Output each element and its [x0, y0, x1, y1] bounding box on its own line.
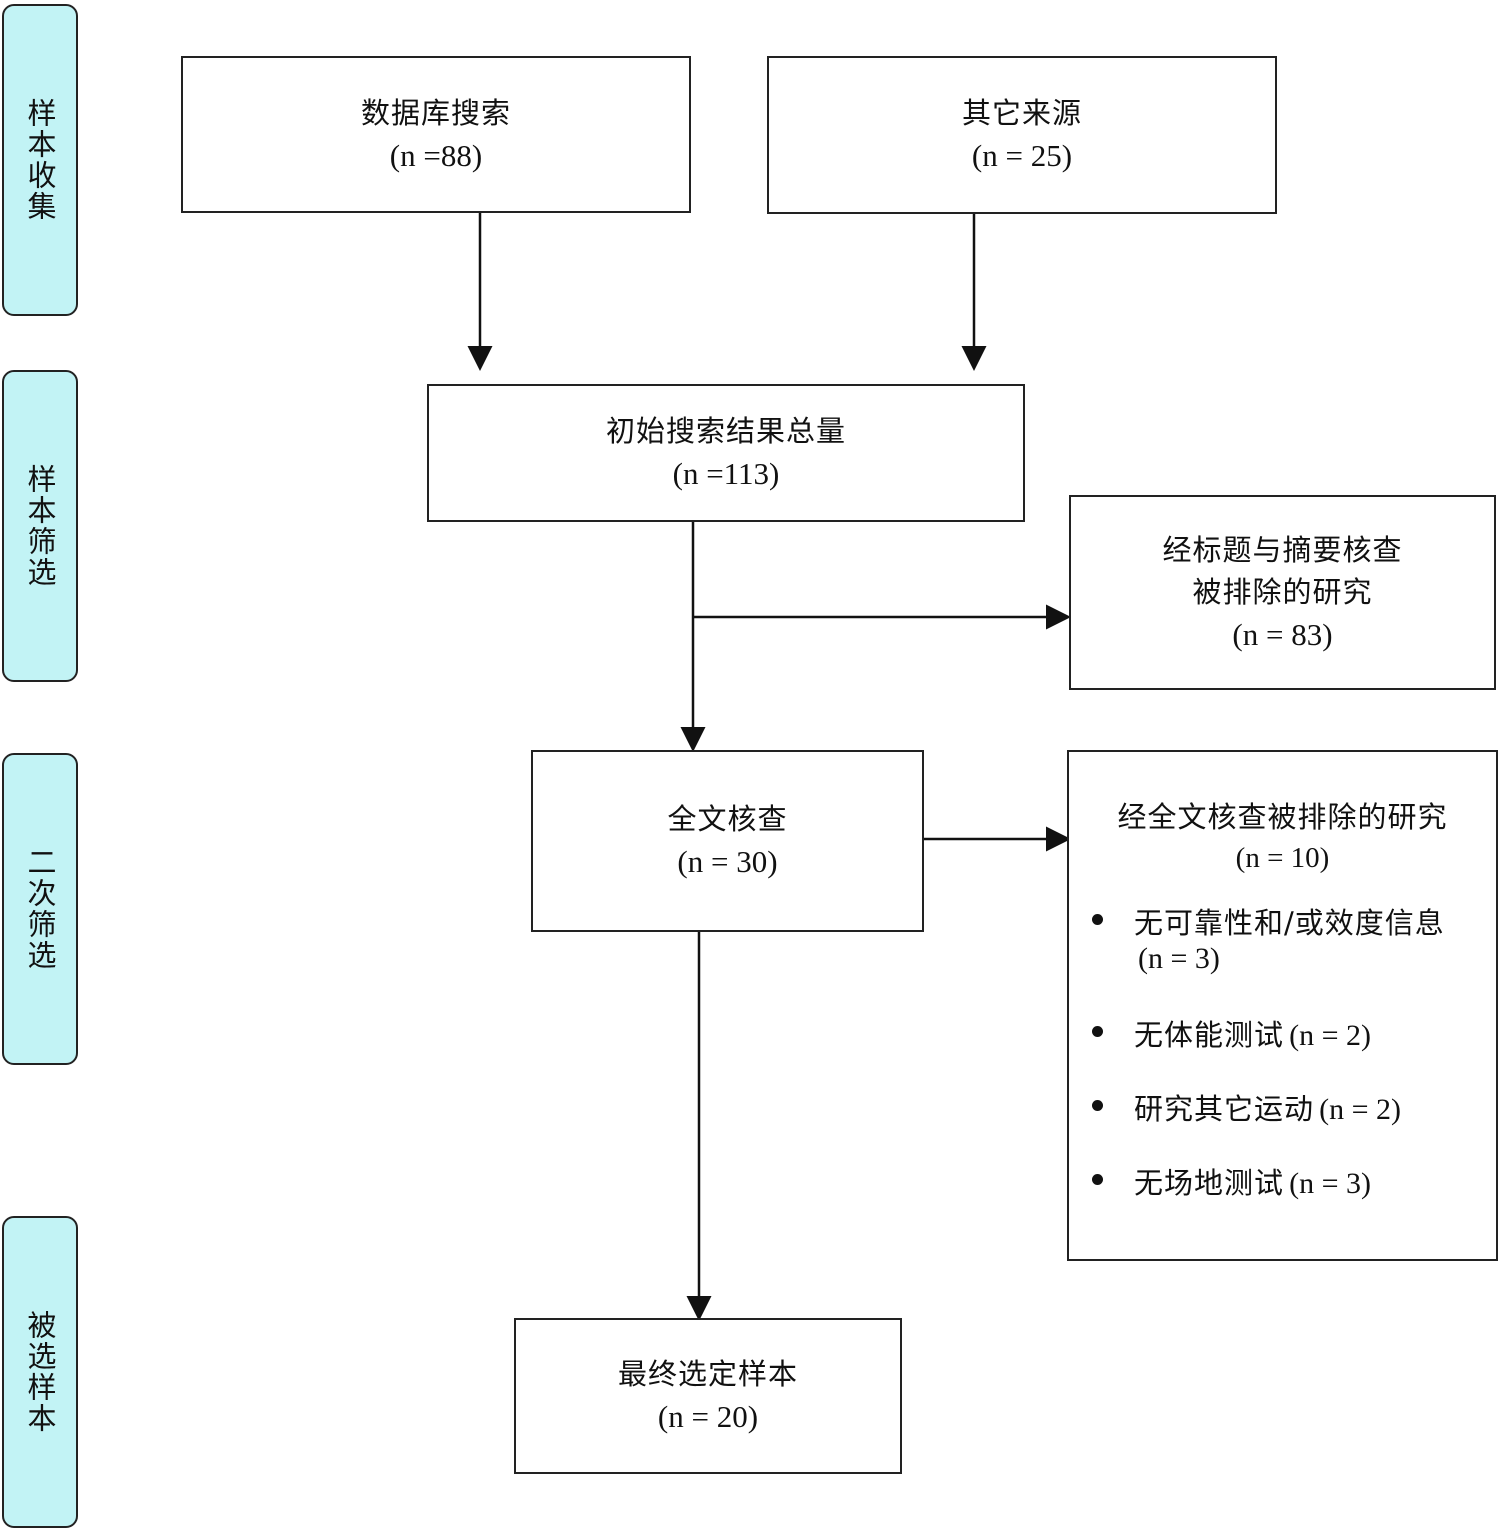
box-title: 被排除的研究 — [1192, 574, 1373, 609]
fulltext-review-box: 全文核查 (n = 30) — [531, 750, 924, 932]
box-title: 经全文核查被排除的研究 — [1117, 800, 1448, 834]
final-selection-box: 最终选定样本 (n = 20) — [514, 1318, 902, 1474]
box-title: 初始搜索结果总量 — [605, 414, 846, 449]
bullet-icon — [1092, 1026, 1103, 1037]
stage-secondary-screening: 二次筛选 — [2, 753, 78, 1065]
reason-text: 无体能测试 — [1134, 1018, 1285, 1052]
box-count: (n = 83) — [1232, 616, 1333, 652]
box-title: 数据库搜索 — [360, 95, 511, 130]
stage-label: 被选样本 — [23, 1310, 57, 1434]
bullet-icon — [1092, 1100, 1103, 1111]
stage-sample-screening: 样本筛选 — [2, 370, 78, 682]
stage-selected-samples: 被选样本 — [2, 1216, 78, 1528]
reason-count: (n = 3) — [1289, 1167, 1372, 1200]
box-title: 经标题与摘要核查 — [1162, 532, 1403, 567]
box-count: (n =113) — [672, 456, 780, 492]
box-count: (n = 30) — [677, 844, 778, 880]
bullet-icon — [1092, 1174, 1103, 1185]
stage-sample-collection: 样本收集 — [2, 4, 78, 316]
reason-text: 研究其它运动 — [1134, 1092, 1315, 1126]
box-count: (n = 25) — [971, 138, 1073, 174]
box-count: (n = 10) — [1235, 842, 1330, 875]
list-item: 研究其它运动 (n = 2) — [1090, 1086, 1490, 1160]
excluded-fulltext-box: 经全文核查被排除的研究 (n = 10) — [1067, 750, 1498, 1261]
box-title: 最终选定样本 — [617, 1357, 798, 1392]
reason-count: (n = 3) — [1138, 942, 1220, 975]
other-sources-box: 其它来源 (n = 25) — [767, 56, 1277, 214]
box-title: 全文核查 — [667, 802, 788, 837]
database-search-box: 数据库搜索 (n =88) — [181, 56, 691, 213]
box-count: (n =88) — [389, 137, 483, 173]
stage-label: 样本筛选 — [23, 464, 57, 588]
reason-count: (n = 2) — [1319, 1093, 1402, 1126]
list-item: 无场地测试 (n = 3) — [1090, 1160, 1490, 1234]
initial-results-box: 初始搜索结果总量 (n =113) — [427, 384, 1025, 522]
excluded-abstract-box: 经标题与摘要核查 被排除的研究 (n = 83) — [1069, 495, 1496, 690]
list-item: 无体能测试 (n = 2) — [1090, 1012, 1490, 1086]
reason-count: (n = 2) — [1289, 1019, 1372, 1052]
stage-label: 二次筛选 — [23, 847, 57, 971]
reason-text: 无可靠性和/或效度信息 — [1134, 906, 1445, 940]
box-title: 其它来源 — [961, 96, 1082, 131]
reason-text: 无场地测试 — [1134, 1166, 1285, 1200]
exclusion-reasons-list: 无可靠性和/或效度信息 (n = 3) 无体能测试 (n = 2) 研究其它运动… — [1090, 900, 1490, 1234]
box-count: (n = 20) — [657, 1399, 759, 1435]
stage-label: 样本收集 — [23, 98, 57, 222]
bullet-icon — [1092, 914, 1103, 925]
list-item: 无可靠性和/或效度信息 (n = 3) — [1090, 900, 1490, 1012]
